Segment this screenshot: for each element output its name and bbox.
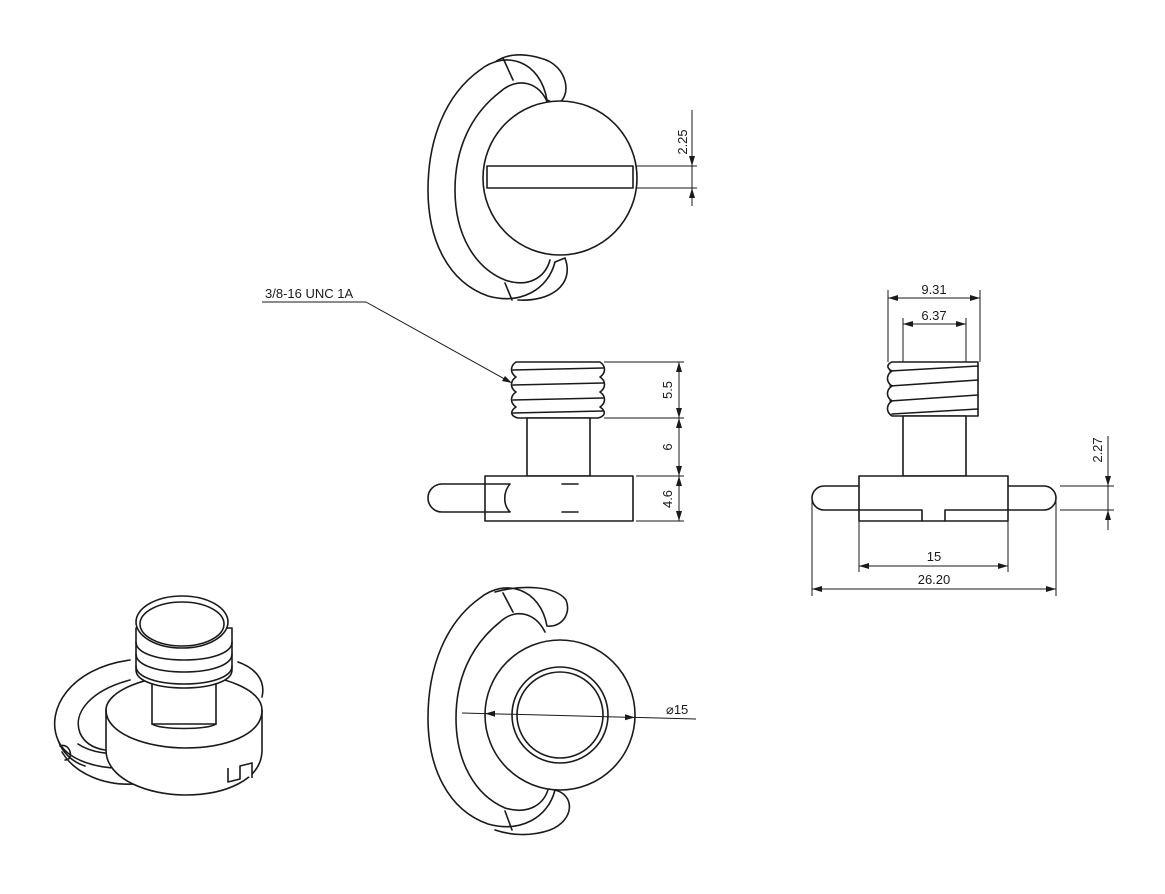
top-view-arrow-1 — [689, 156, 695, 166]
side-arrow-9b — [970, 295, 980, 301]
thread-callout: 3/8-16 UNC 1A — [265, 286, 353, 301]
front-view-head — [484, 475, 634, 522]
front-arrow-3 — [676, 418, 682, 428]
dim-thread-length: 5.5 — [660, 381, 675, 399]
front-arrow-6 — [676, 511, 682, 521]
front-view: 3/8-16 UNC 1A 5.5 6 4.6 — [262, 286, 684, 522]
side-arrow-ring-b — [1105, 510, 1111, 520]
bottom-view-d-ring — [427, 586, 571, 836]
side-view-thread-lines — [889, 365, 979, 415]
iso-head-top — [105, 709, 263, 749]
side-arrow-9a — [888, 295, 898, 301]
top-view-ring-joint — [502, 57, 514, 301]
side-arrow-6b — [956, 321, 966, 327]
side-view-thread — [886, 361, 979, 417]
side-view-head — [858, 475, 1009, 522]
bottom-view-shank-inner — [516, 671, 604, 759]
dim-head-height: 4.6 — [660, 490, 675, 508]
bottom-view-ring-joint — [502, 592, 514, 831]
front-arrow-5 — [676, 476, 682, 486]
top-view-arrow-2 — [689, 188, 695, 198]
iso-shank-base — [151, 723, 217, 730]
bottom-arrow-a — [485, 710, 495, 717]
dim-thread-major: 9.31 — [921, 282, 946, 297]
dim-overall-width: 26.20 — [918, 572, 951, 587]
front-view-thread — [510, 361, 606, 419]
bottom-view: ⌀15 — [427, 586, 697, 836]
iso-slot — [227, 762, 253, 783]
side-arrow-ring-a — [1105, 476, 1111, 486]
iso-d-ring-right — [237, 661, 264, 698]
iso-d-ring — [53, 659, 131, 770]
bottom-arrow-b — [625, 714, 635, 721]
top-view-screw-slot — [486, 165, 634, 189]
dim-thread-minor: 6.37 — [921, 308, 946, 323]
side-arrow-26b — [1046, 586, 1056, 592]
isometric-view — [53, 595, 264, 796]
front-arrow-2 — [676, 408, 682, 418]
front-view-thread-crests — [512, 367, 604, 414]
top-view: 2.25 — [427, 53, 697, 301]
front-view-ring-hidden — [484, 483, 579, 513]
side-arrow-15b — [998, 563, 1008, 569]
dim-slot-width: 2.25 — [675, 129, 690, 154]
side-view-shank — [902, 415, 967, 477]
dim-shank-length: 6 — [660, 443, 675, 450]
top-view-d-ring-inner — [454, 82, 551, 284]
dim-ring-thickness: 2.27 — [1090, 437, 1105, 462]
iso-thread-rings — [135, 641, 233, 685]
dim-head-dia: ⌀15 — [666, 702, 688, 717]
iso-thread-top — [135, 595, 229, 649]
side-view-slot — [858, 509, 1009, 522]
bottom-view-shank-outer — [511, 666, 609, 764]
side-arrow-15a — [859, 563, 869, 569]
iso-thread-face — [139, 601, 225, 647]
bottom-dim-line — [461, 712, 697, 720]
front-arrow-1 — [676, 362, 682, 372]
side-arrow-26a — [812, 586, 822, 592]
front-arrow-4 — [676, 466, 682, 476]
thread-leader-arrow — [502, 376, 512, 383]
side-arrow-6a — [903, 321, 913, 327]
front-view-shank — [526, 417, 591, 477]
bottom-view-d-ring-inner — [455, 612, 550, 811]
thread-leader-diagonal — [365, 301, 511, 383]
dim-head-diameter: 15 — [927, 549, 941, 564]
side-view: 9.31 6.37 2.27 15 26.20 — [811, 282, 1114, 596]
